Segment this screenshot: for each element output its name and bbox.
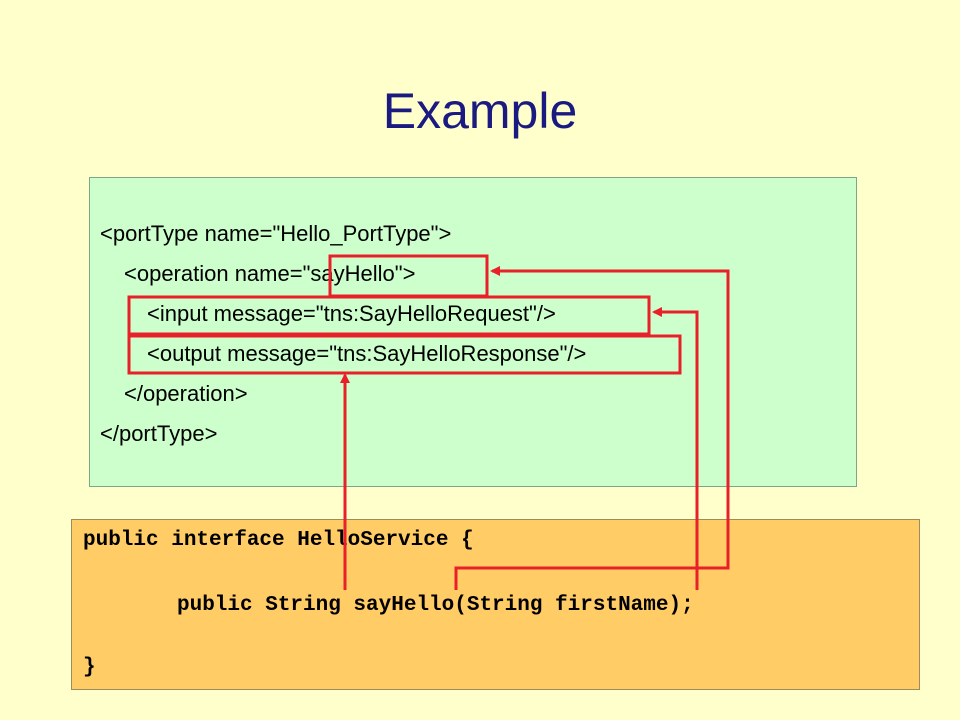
java-line-close-brace: } [83, 656, 96, 679]
wsdl-line-porttype-open: <portType name="Hello_PortType"> [100, 221, 452, 246]
java-line-interface: public interface HelloService { [83, 529, 474, 552]
wsdl-line-operation-close: </operation> [124, 381, 248, 406]
java-code-box: public interface HelloService { public S… [71, 519, 920, 690]
wsdl-line-input: <input message="tns:SayHelloRequest"/> [147, 301, 556, 326]
wsdl-line-porttype-close: </portType> [100, 421, 218, 446]
wsdl-line-operation-open: <operation name="sayHello"> [124, 261, 416, 286]
slide-title: Example [382, 83, 578, 139]
wsdl-code-box: <portType name="Hello_PortType"> <operat… [89, 177, 857, 487]
java-line-method: public String sayHello(String firstName)… [177, 594, 694, 617]
wsdl-line-output: <output message="tns:SayHelloResponse"/> [147, 341, 587, 366]
